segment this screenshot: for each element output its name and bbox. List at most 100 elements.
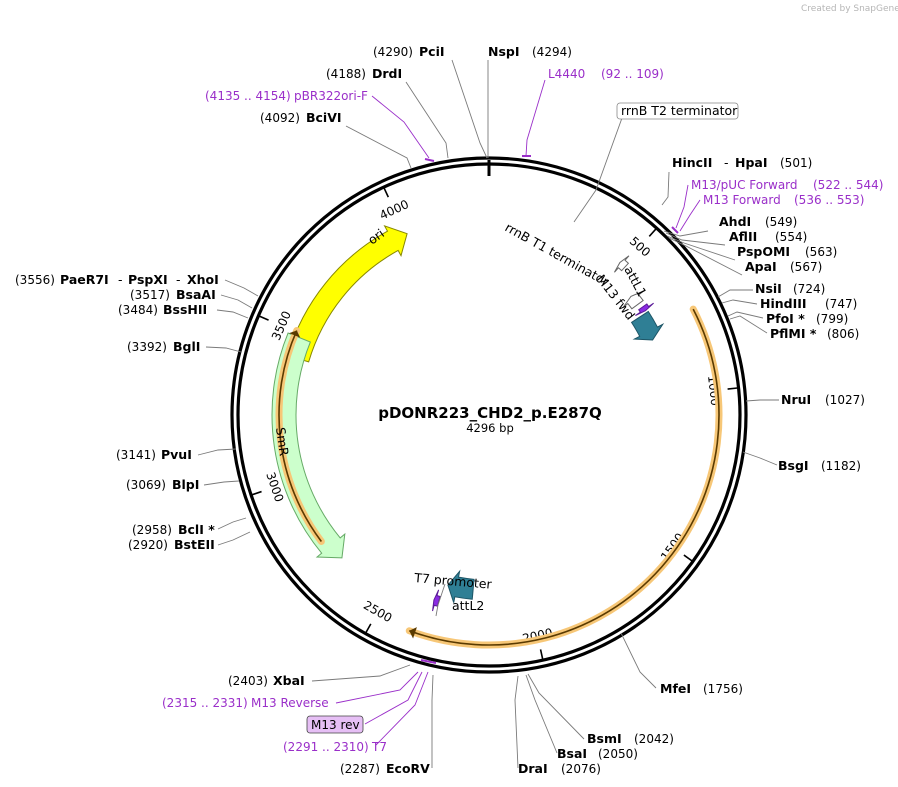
- leader-paer7i: [224, 279, 259, 297]
- tick-mark: [683, 554, 694, 563]
- leader-bgli: [205, 346, 242, 353]
- enzyme-xbai: XbaI: [273, 673, 305, 688]
- pos-bgli: (3392): [127, 340, 167, 354]
- primer-l4440: L4440: [548, 67, 585, 81]
- enzyme-pspxi: PspXI: [128, 272, 168, 287]
- rrnb-t2-arrow: [614, 255, 630, 273]
- plasmid-name: pDONR223_CHD2_p.E287Q: [378, 404, 602, 422]
- pos-xbai: (2403): [228, 674, 268, 688]
- feature-label-attl1: attL1: [621, 263, 649, 299]
- enzyme-pspomi: PspOMI: [737, 244, 790, 259]
- orf2-arrowhead: [289, 330, 301, 338]
- leader-blpi: [203, 480, 240, 486]
- enzyme-separator: -: [118, 272, 123, 287]
- primer-t7: T7: [371, 740, 387, 754]
- pos-pcii: (4290): [373, 45, 413, 59]
- orf-arc: [275, 305, 723, 649]
- tick-mark: [539, 649, 544, 661]
- primer-l4440-range: (92 .. 109): [601, 67, 664, 81]
- leader-pflmi: [729, 315, 768, 334]
- tick-label: 2500: [361, 598, 394, 625]
- plasmid-size: 4296 bp: [466, 421, 514, 435]
- leader-l4440: [525, 79, 546, 157]
- primer-markers: [420, 155, 679, 664]
- attl2-arrow: [447, 569, 475, 603]
- enzyme-blpi: BlpI: [172, 477, 199, 492]
- leader-m13rev-box: [364, 671, 423, 725]
- enzyme-aflii: AflII: [729, 229, 757, 244]
- leader-bcivi: [345, 125, 412, 169]
- pos-bsshii: (3484): [118, 303, 158, 317]
- watermark-text: Created by SnapGene: [801, 4, 898, 14]
- enzyme-drdi: DrdI: [372, 66, 402, 81]
- feature-label-attl2: attL2: [452, 598, 484, 613]
- tick-mark: [727, 387, 739, 390]
- leader-hincii: [661, 171, 670, 206]
- primer-m13-forward: M13 Forward: [703, 193, 781, 207]
- leader-pvui: [197, 448, 237, 456]
- pos-mfei: (1756): [703, 682, 743, 696]
- m13fwd-arrow: [635, 302, 654, 316]
- orf2-line: [278, 330, 323, 542]
- enzyme-labels: (4290) PciI NspI (4294) (4188) DrdI (409…: [15, 44, 865, 776]
- primer-m13rev-box: [306, 715, 364, 734]
- feature-label-rrnb-t2: rrnB T2 terminator: [621, 103, 738, 118]
- primer-m13-reverse-range: (2315 .. 2331): [162, 696, 248, 710]
- leader-pbr322ori-f: [371, 95, 430, 159]
- orf-line: [409, 308, 720, 646]
- backbone-outer-ring: [230, 156, 748, 674]
- enzyme-bsmi: BsmI: [587, 731, 622, 746]
- enzyme-hincii: HincII: [672, 155, 712, 170]
- pos-nspi: (4294): [532, 45, 572, 59]
- m13-reverse-marker: [420, 659, 437, 664]
- leader-bsgi: [742, 451, 778, 466]
- pos-hindiii: (747): [825, 297, 857, 311]
- leader-pfoi: [727, 311, 764, 319]
- pos-pfoi: (799): [816, 312, 848, 326]
- pos-apai: (567): [790, 260, 822, 274]
- enzyme-nsii: NsiI: [755, 281, 782, 296]
- pos-aflii: (554): [775, 230, 807, 244]
- leader-pspomi: [666, 235, 736, 261]
- enzyme-ahdi: AhdI: [719, 214, 751, 229]
- leader-bsaai: [220, 294, 253, 309]
- leader-ecorv: [431, 674, 434, 768]
- pos-bsmi: (2042): [634, 732, 674, 746]
- leader-m13-forward: [679, 199, 701, 232]
- pos-bsteii: (2920): [128, 538, 168, 552]
- rrnb-t2-label-box: [616, 102, 739, 120]
- enzyme-nspi: NspI: [488, 44, 520, 59]
- pos-drdi: (4188): [326, 67, 366, 81]
- tick-label: 4000: [377, 197, 411, 223]
- leader-bsmi: [527, 673, 585, 740]
- pbr322ori-f-marker: [424, 158, 435, 162]
- enzyme-bsteii: BstEII: [174, 537, 215, 552]
- leader-drdi: [405, 81, 449, 159]
- tick-mark: [258, 314, 269, 321]
- enzyme-drai: DraI: [518, 761, 548, 776]
- primer-leaders: [335, 79, 701, 746]
- pos-pvui: (3141): [116, 448, 156, 462]
- enzyme-pfoi: PfoI *: [766, 311, 805, 326]
- leader-m13-puc: [675, 184, 689, 229]
- enzyme-bsshii: BssHII: [163, 302, 207, 317]
- enzyme-apai: ApaI: [745, 259, 777, 274]
- leader-xbai: [311, 664, 411, 682]
- pos-ahdi: (549): [765, 215, 797, 229]
- pos-paer7i: (3556): [15, 273, 55, 287]
- leader-mfei: [620, 632, 657, 689]
- enzyme-bcivi: BciVI: [306, 110, 342, 125]
- feature-label-smr: SmR: [273, 426, 292, 457]
- enzyme-pvui: PvuI: [161, 447, 192, 462]
- leader-t7: [375, 671, 429, 746]
- primer-m13-puc-forward-range: (522 .. 544): [813, 178, 883, 192]
- plasmid-title: pDONR223_CHD2_p.E287Q 4296 bp: [378, 404, 602, 435]
- feature-label-t7-promoter: T7 promoter: [413, 570, 493, 592]
- leader-nsii: [717, 289, 753, 298]
- leader-hindiii: [721, 299, 758, 305]
- backbone: [230, 156, 748, 674]
- enzyme-separator: -: [724, 155, 729, 170]
- leader-apai: [668, 237, 743, 276]
- enzyme-xhoi: XhoI: [187, 272, 219, 287]
